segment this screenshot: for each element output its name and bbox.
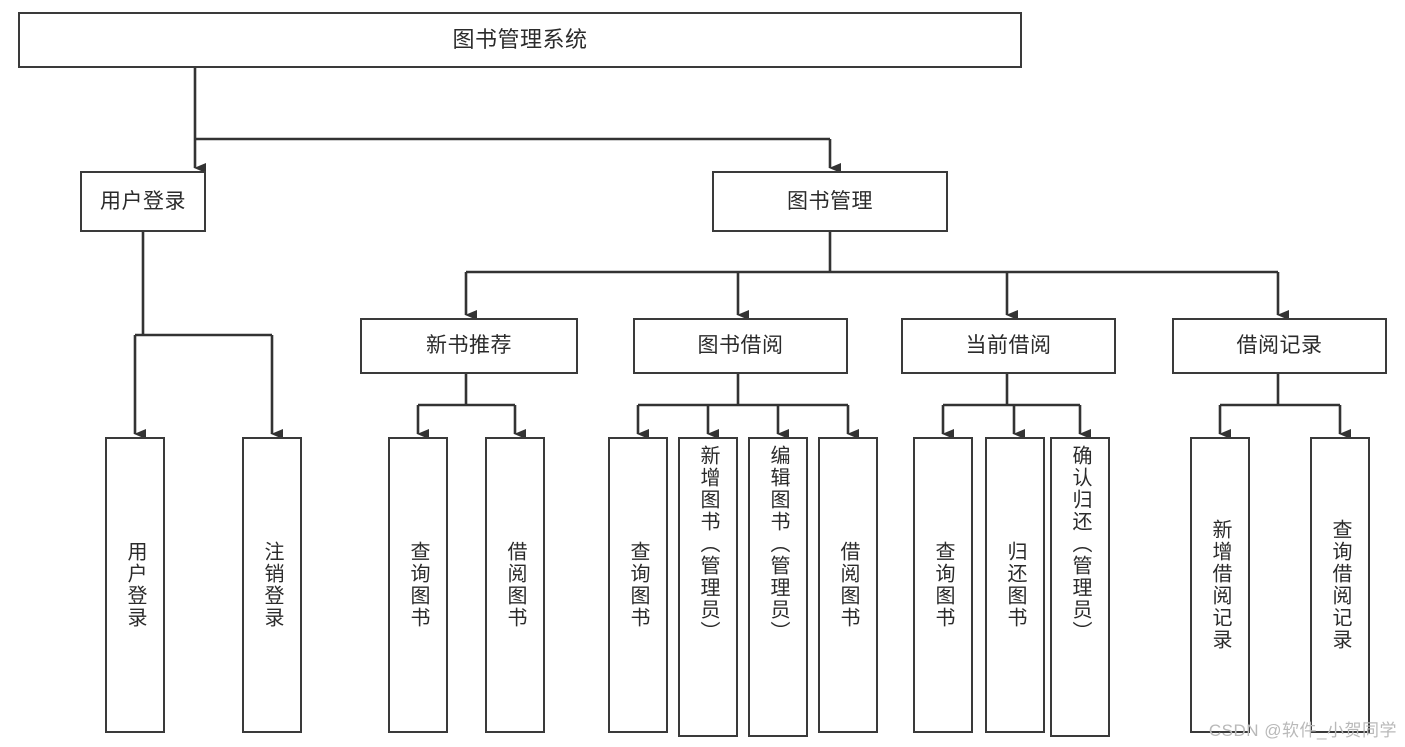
node-book-borrow[interactable]: 图书借阅 xyxy=(633,318,848,374)
leaf-logout-label: 注销登录 xyxy=(261,541,283,629)
node-book-manage-label: 图书管理 xyxy=(787,189,873,213)
leaf-query-book-3[interactable]: 查询图书 xyxy=(913,437,973,733)
leaf-edit-book-label: 编辑图书（管理员） xyxy=(767,445,789,643)
leaf-confirm-return-label: 确认归还（管理员） xyxy=(1069,445,1091,643)
node-user-login[interactable]: 用户登录 xyxy=(80,171,206,232)
node-root[interactable]: 图书管理系统 xyxy=(18,12,1022,68)
leaf-return-book[interactable]: 归还图书 xyxy=(985,437,1045,733)
leaf-add-record[interactable]: 新增借阅记录 xyxy=(1190,437,1250,733)
node-new-book-recommend[interactable]: 新书推荐 xyxy=(360,318,578,374)
leaf-query-book-1[interactable]: 查询图书 xyxy=(388,437,448,733)
leaf-add-book[interactable]: 新增图书（管理员） xyxy=(678,437,738,737)
leaf-borrow-book-1-label: 借阅图书 xyxy=(504,541,526,629)
leaf-borrow-book-1[interactable]: 借阅图书 xyxy=(485,437,545,733)
leaf-return-book-label: 归还图书 xyxy=(1004,541,1026,629)
node-book-borrow-label: 图书借阅 xyxy=(697,334,784,358)
leaf-query-book-3-label: 查询图书 xyxy=(932,541,954,629)
leaf-confirm-return[interactable]: 确认归还（管理员） xyxy=(1050,437,1110,737)
leaf-user-login-label: 用户登录 xyxy=(124,541,146,629)
leaf-borrow-book-2[interactable]: 借阅图书 xyxy=(818,437,878,733)
leaf-query-book-2-label: 查询图书 xyxy=(627,541,649,629)
node-borrow-record[interactable]: 借阅记录 xyxy=(1172,318,1387,374)
node-root-label: 图书管理系统 xyxy=(452,26,588,52)
leaf-user-login[interactable]: 用户登录 xyxy=(105,437,165,733)
leaf-query-record[interactable]: 查询借阅记录 xyxy=(1310,437,1370,733)
node-borrow-record-label: 借阅记录 xyxy=(1236,334,1323,358)
node-user-login-label: 用户登录 xyxy=(100,189,186,213)
leaf-borrow-book-2-label: 借阅图书 xyxy=(837,541,859,629)
leaf-query-book-2[interactable]: 查询图书 xyxy=(608,437,668,733)
leaf-logout[interactable]: 注销登录 xyxy=(242,437,302,733)
node-current-borrow-label: 当前借阅 xyxy=(965,334,1052,358)
leaf-add-record-label: 新增借阅记录 xyxy=(1209,519,1231,651)
node-book-manage[interactable]: 图书管理 xyxy=(712,171,948,232)
leaf-add-book-label: 新增图书（管理员） xyxy=(697,445,719,643)
leaf-query-record-label: 查询借阅记录 xyxy=(1329,519,1351,651)
leaf-query-book-1-label: 查询图书 xyxy=(407,541,429,629)
csdn-watermark: CSDN @软件_小贺同学 xyxy=(1208,721,1397,740)
leaf-edit-book[interactable]: 编辑图书（管理员） xyxy=(748,437,808,737)
node-new-book-recommend-label: 新书推荐 xyxy=(426,334,512,358)
node-current-borrow[interactable]: 当前借阅 xyxy=(901,318,1116,374)
